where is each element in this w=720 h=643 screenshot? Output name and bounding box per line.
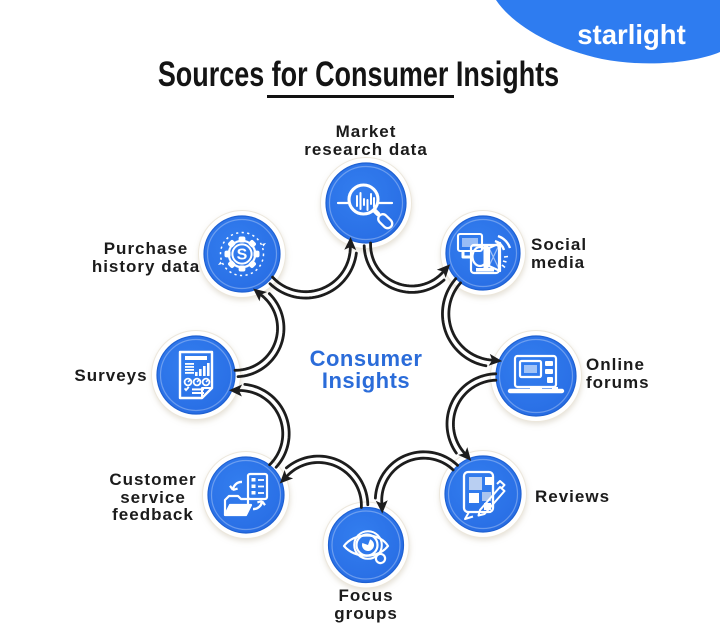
svg-text:S: S: [237, 247, 248, 264]
